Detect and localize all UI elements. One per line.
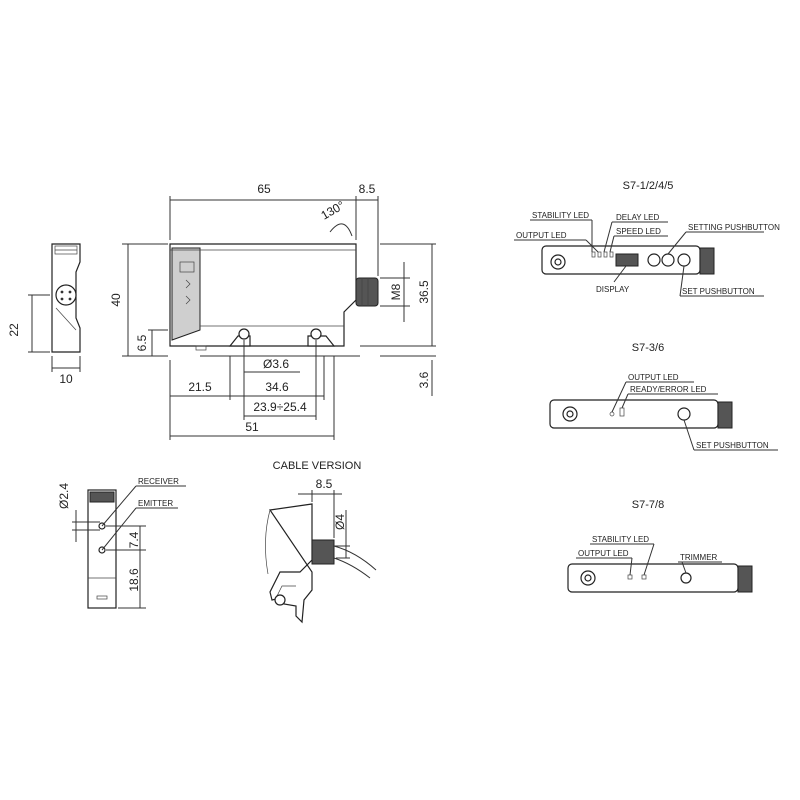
pushbutton-icon — [647, 253, 661, 267]
setting-pushbutton-label: SETTING PUSHBUTTON — [688, 223, 780, 232]
mounting-hole-icon — [238, 328, 250, 340]
lens-bottom-dim: 18.6 — [127, 568, 141, 592]
connector-thread-dim: M8 — [389, 283, 403, 300]
trimmer-label: TRIMMER — [680, 553, 718, 562]
angle-dim: 130° — [319, 198, 348, 223]
cable-version: CABLE VERSION 8.5 Ø4 — [265, 460, 377, 624]
output-led-label-1: OUTPUT LED — [516, 231, 567, 240]
emitter-label: EMITTER — [138, 499, 173, 508]
slot-range-dim: 23.9÷25.4 — [253, 400, 307, 414]
speed-led-label: SPEED LED — [616, 227, 661, 236]
stability-led-label: STABILITY LED — [532, 211, 589, 220]
height-total-dim: 40 — [109, 293, 123, 307]
variant-3-title: S7-7/8 — [632, 499, 664, 511]
led-icon — [591, 251, 596, 258]
variant-2-title: S7-3/6 — [632, 342, 664, 354]
set-pushbutton-label-1: SET PUSHBUTTON — [682, 287, 755, 296]
front-width-dim: 10 — [59, 372, 73, 386]
side-view: 65 8.5 130° 40 6.5 M8 36.5 3.6 Ø3.6 — [109, 182, 436, 440]
stability-led-label-3: STABILITY LED — [592, 535, 649, 544]
hole-dia-dim: Ø3.6 — [263, 357, 289, 371]
cable-len-dim: 8.5 — [316, 477, 333, 491]
front-view: 22 10 — [7, 243, 81, 386]
output-led-label-3: OUTPUT LED — [578, 549, 629, 558]
output-led-label-2: OUTPUT LED — [628, 373, 679, 382]
delay-led-label: DELAY LED — [616, 213, 660, 222]
connector-icon — [55, 284, 77, 306]
set-pushbutton-label-2: SET PUSHBUTTON — [696, 441, 769, 450]
offset-left-dim: 21.5 — [188, 380, 212, 394]
ready-error-led-label: READY/ERROR LED — [630, 385, 707, 394]
variant-2: S7-3/6 OUTPUT LED READY/ERROR LED SET PU… — [549, 342, 778, 451]
optics-view: RECEIVER EMITTER Ø2.4 7.4 18.6 — [57, 477, 186, 609]
length-top-dim: 65 — [257, 182, 271, 196]
variant-1-title: S7-1/2/4/5 — [623, 180, 674, 192]
connector-len-dim: 8.5 — [359, 182, 376, 196]
lens-spacing-dim: 7.4 — [127, 531, 141, 548]
mount-height-dim: 6.5 — [135, 334, 149, 351]
connector-height-dim: 36.5 — [417, 280, 431, 304]
cable-dia-dim: Ø4 — [333, 514, 347, 530]
bracket-height-dim: 3.6 — [417, 371, 431, 388]
cable-version-title: CABLE VERSION — [273, 460, 362, 472]
variant-3: S7-7/8 STABILITY LED OUTPUT LED TRIMMER — [567, 499, 753, 593]
hole-spacing-dim: 34.6 — [265, 380, 289, 394]
front-height-dim: 22 — [7, 323, 21, 337]
lens-dia-dim: Ø2.4 — [57, 483, 71, 509]
length-bottom-dim: 51 — [245, 420, 259, 434]
receiver-label: RECEIVER — [138, 477, 179, 486]
variant-1: S7-1/2/4/5 STABILITY LED DELAY LED OUTPU… — [514, 180, 780, 297]
display-label: DISPLAY — [596, 285, 630, 294]
